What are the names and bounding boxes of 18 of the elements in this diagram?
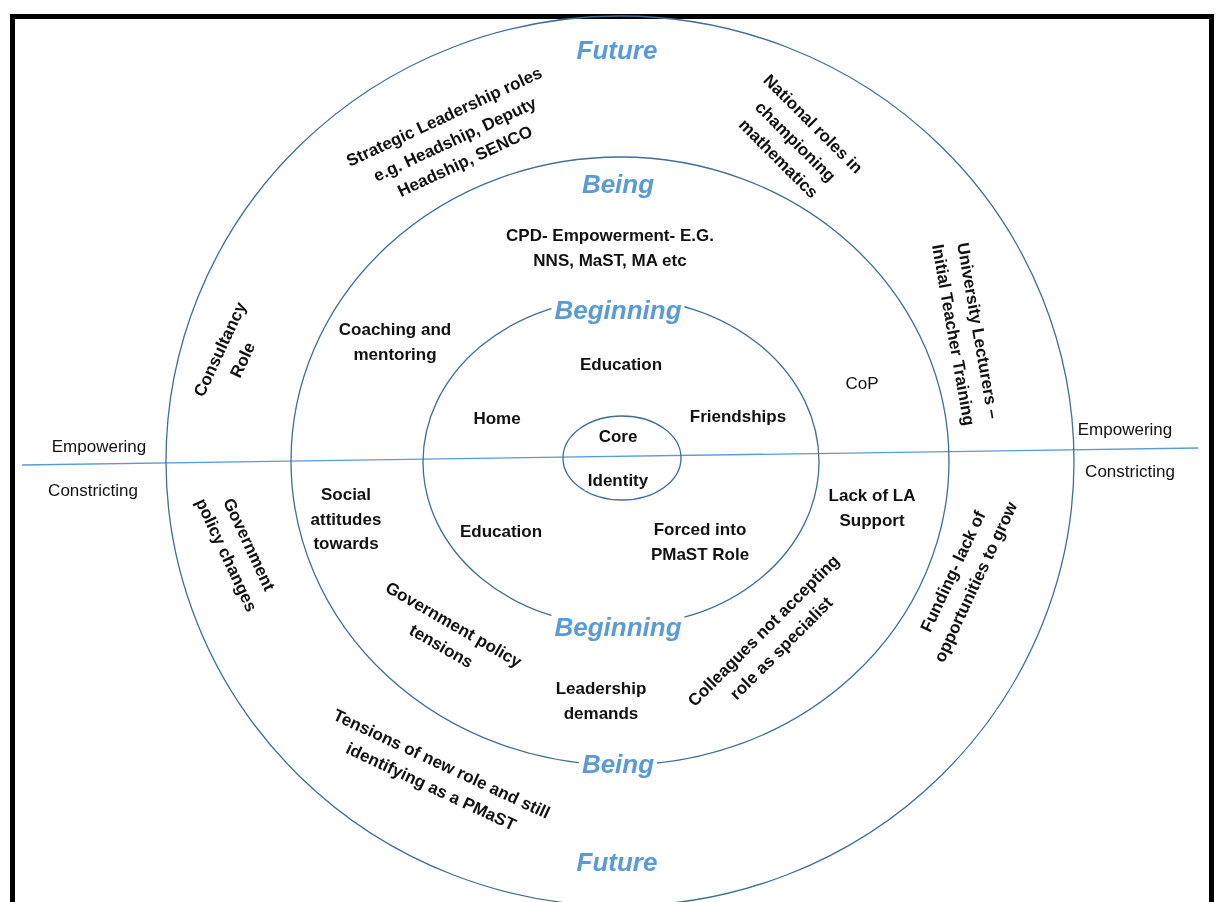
ring-title: Beginning <box>551 612 685 642</box>
ring-label: Friendships <box>688 405 788 428</box>
axis-label: Empowering <box>1076 418 1174 441</box>
ring-label: CPD- Empowerment- E.G. NNS, MaST, MA etc <box>505 225 715 272</box>
ring-label: Social attitudes towards <box>309 484 383 556</box>
ring-label: Home <box>472 407 522 430</box>
ring-title: Beginning <box>551 295 685 325</box>
axis-label: Constricting <box>1084 460 1176 483</box>
ring-label: Leadership demands <box>554 678 648 725</box>
ring-label: Education <box>578 353 664 376</box>
ring-label: Forced into PMaST Role <box>649 519 751 566</box>
ring-label: Education <box>458 520 544 543</box>
ring-label: Lack of LA Support <box>827 485 917 532</box>
axis-label: Empowering <box>50 435 148 458</box>
ring-label: University Lecturers – Initial Teacher Training <box>927 240 1004 430</box>
axis-label: Constricting <box>47 479 139 502</box>
ring-label: Coaching and mentoring <box>337 319 453 366</box>
ring-label: CoP <box>844 372 880 395</box>
